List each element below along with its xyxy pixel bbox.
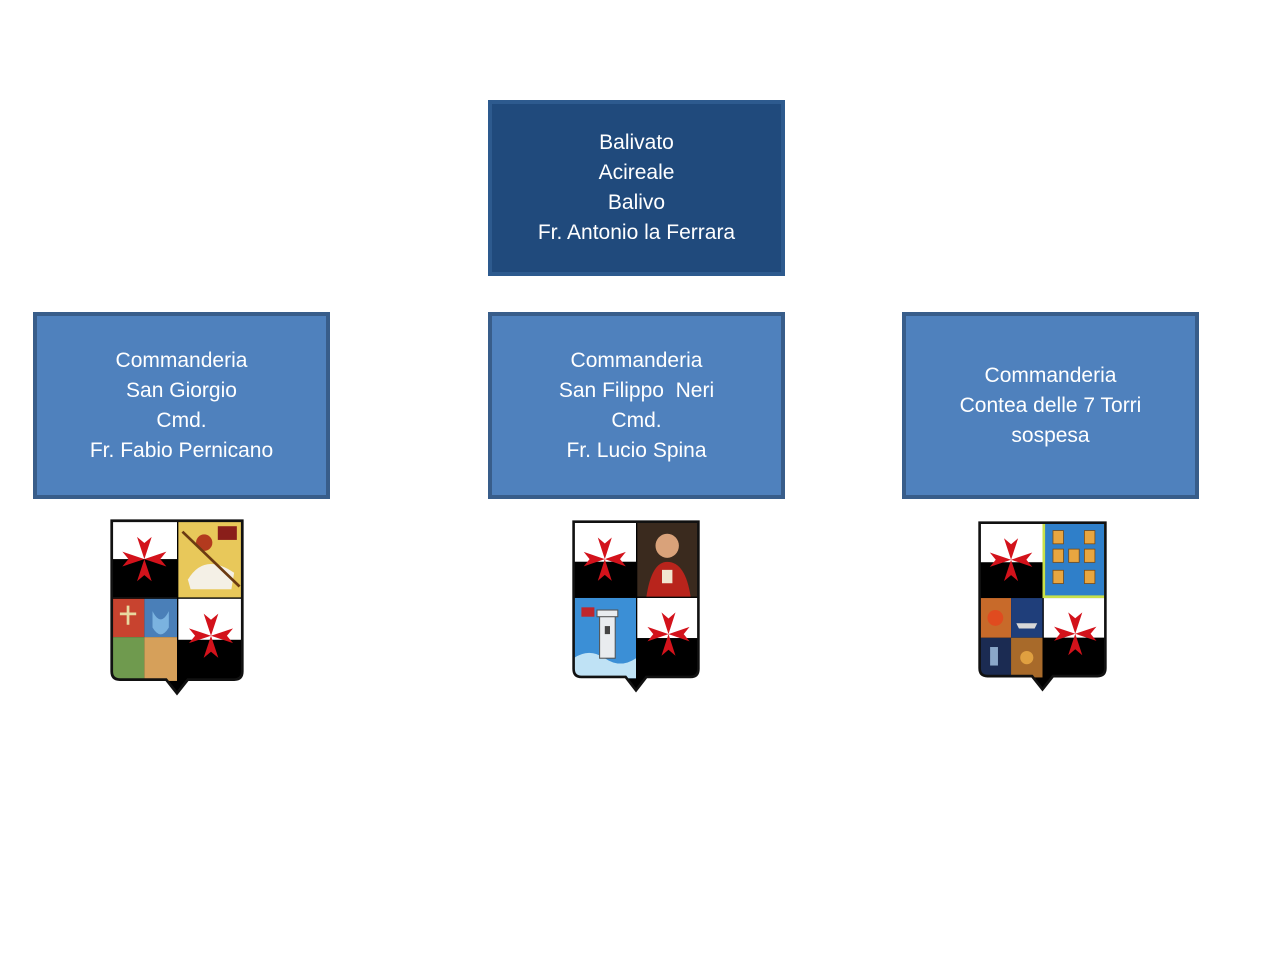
node-location: Acireale: [598, 161, 675, 184]
balivato-node: Balivato Acireale Balivo Fr. Antonio la …: [488, 100, 785, 276]
node-role: Balivo: [607, 191, 666, 214]
node-location: San Filippo Neri: [558, 378, 715, 402]
node-title: Commanderia: [984, 363, 1117, 387]
node-person: Fr. Antonio la Ferrara: [537, 221, 736, 244]
node-title: Commanderia: [570, 348, 703, 372]
node-title: Commanderia: [115, 348, 248, 372]
node-role: Cmd.: [156, 408, 207, 432]
node-title: Balivato: [599, 131, 674, 154]
node-person: Fr. Fabio Pernicano: [89, 438, 274, 462]
node-role: Cmd.: [611, 408, 662, 432]
coat-of-arms-san-filippo-neri-icon: [572, 520, 700, 693]
commanderia-contea-7-torri-node: Commanderia Contea delle 7 Torri sospesa: [902, 312, 1199, 499]
commanderia-san-filippo-neri-node: Commanderia San Filippo Neri Cmd. Fr. Lu…: [488, 312, 785, 499]
node-location: Contea delle 7 Torri: [959, 393, 1142, 417]
coat-of-arms-contea-7-torri-icon: [978, 521, 1107, 692]
node-status: sospesa: [1011, 423, 1090, 447]
node-location: San Giorgio: [126, 378, 237, 402]
node-person: Fr. Lucio Spina: [566, 438, 707, 462]
coat-of-arms-san-giorgio-icon: [110, 519, 244, 696]
commanderia-san-giorgio-node: Commanderia San Giorgio Cmd. Fr. Fabio P…: [33, 312, 330, 499]
